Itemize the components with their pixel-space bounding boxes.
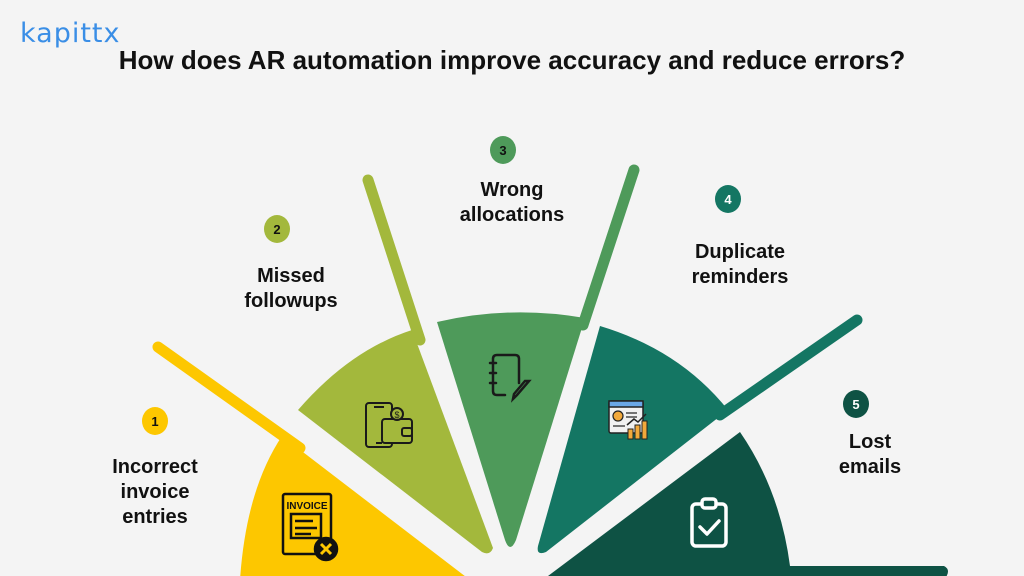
step-badge-2: 2 [264, 215, 290, 243]
step-label-5: Lost emails [838, 431, 902, 478]
wedge-1 [152, 341, 465, 576]
step-badge-3: 3 [490, 136, 516, 164]
step-label-3: Wrong allocations [459, 179, 565, 226]
kapittx-logo: kapittx [20, 18, 121, 49]
step-label-4: Duplicate reminders [691, 241, 789, 288]
wedge-3 [437, 164, 640, 547]
step-badge-1: 1 [142, 407, 168, 435]
invoice-error-icon: INVOICE [281, 492, 339, 562]
analytics-report-icon [608, 400, 648, 440]
step-label-1: Incorrect invoice entries [112, 456, 198, 528]
wedge-5 [548, 432, 948, 576]
step-badge-4: 4 [715, 185, 741, 213]
step-badge-5: 5 [843, 390, 869, 418]
svg-text:INVOICE: INVOICE [286, 501, 327, 512]
notebook-pen-icon [488, 353, 532, 403]
clipboard-check-icon [690, 497, 728, 548]
svg-text:$: $ [394, 410, 399, 420]
step-label-2: Missed followups [244, 265, 338, 312]
phone-wallet-icon: $ [365, 402, 413, 448]
wedge-4 [537, 314, 863, 554]
page-title: How does AR automation improve accuracy … [118, 45, 906, 75]
